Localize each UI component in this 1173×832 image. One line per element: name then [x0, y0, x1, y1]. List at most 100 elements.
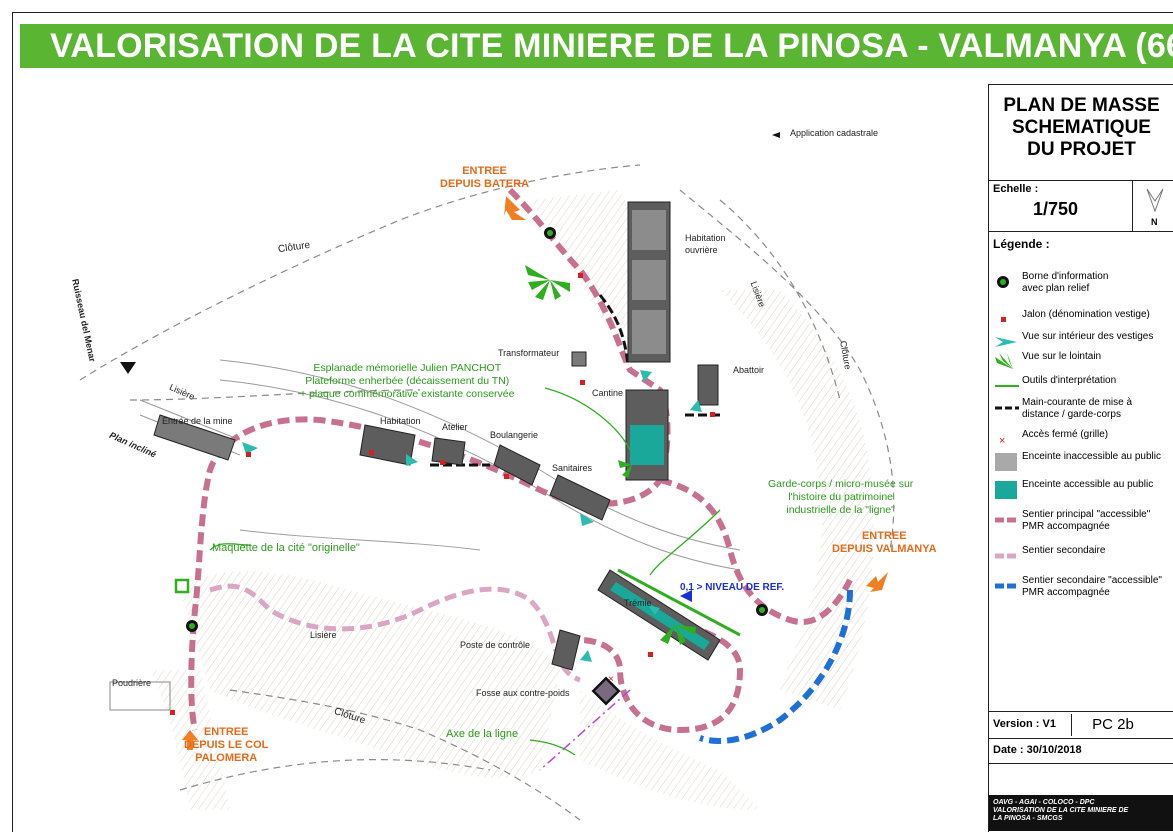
credits-line-3: LA PINOSA - SMCGS: [993, 815, 1063, 822]
inner-view-arrows: [242, 370, 702, 662]
secondary-path: [209, 583, 581, 683]
closed-access-icon: ×: [993, 431, 1021, 449]
label-boulangerie: Boulangerie: [490, 430, 539, 440]
label-garde-corps: Garde-corps / micro-musée sur l'histoire…: [768, 478, 914, 516]
legend-text: Main-courante de mise à distance / garde…: [1022, 397, 1133, 420]
atelier-block: [431, 437, 466, 466]
fosse-block: [591, 676, 621, 706]
plan-title-line-2: SCHEMATIQUE: [1012, 117, 1151, 138]
label-application-cadastrale: Application cadastrale: [790, 128, 879, 138]
label-fosse: Fosse aux contre-poids: [476, 688, 570, 698]
page-frame: [12, 12, 1173, 832]
label-tremie: Trémie: [624, 598, 652, 608]
main-path-south: [579, 617, 744, 734]
label-entree-palomera: ENTREE DEPUIS LE COL PALOMERA: [184, 726, 269, 764]
label-axe-ligne: Axe de la ligne: [446, 728, 519, 740]
site-map: × Application cadastrale ENTREE DEPUIS B…: [20, 70, 985, 832]
legend-item: ×Accès fermé (grille): [989, 429, 1173, 451]
legend-text: Vue sur le lointain: [1022, 351, 1102, 362]
plan-title-line-3: DU PROJET: [1027, 139, 1136, 160]
legend-item: Outils d'interprétation: [989, 375, 1173, 397]
svg-text:×: ×: [608, 674, 614, 685]
legend-item: Vue sur le lointain: [989, 351, 1173, 373]
slope-left: [180, 571, 560, 779]
date-row: Date : 30/10/2018: [989, 737, 1173, 764]
version-row: Version : V1 PC 2b: [989, 711, 1173, 739]
interpretation-leaders: [209, 387, 721, 756]
credits-line-1: OAVG - AGAI - COLOCO - DPC: [993, 799, 1095, 806]
legend-item: Sentier secondaire: [989, 545, 1173, 567]
scale-caption: Echelle :: [993, 183, 1039, 195]
legend-item: Vue sur intérieur des vestiges: [989, 331, 1173, 353]
axe-ligne: [539, 689, 631, 771]
label-entree-mine: Entrée de la mine: [162, 416, 233, 426]
legend-item: Main-courante de mise à distance / garde…: [989, 397, 1173, 420]
label-transformateur: Transformateur: [498, 348, 560, 358]
legend-item: Sentier secondaire "accessible" PMR acco…: [989, 575, 1173, 598]
abattoir-block: [697, 364, 719, 406]
plan-title: PLAN DE MASSE SCHEMATIQUE DU PROJET: [989, 85, 1173, 181]
label-esplanade: Esplanade mémorielle Julien PANCHOT Plat…: [300, 362, 515, 400]
legend-text: Enceinte accessible au public: [1022, 479, 1154, 490]
entry-arrows: [182, 196, 888, 750]
slope-bottom: [580, 690, 760, 810]
label-niveau-ref: 0,1 > NIVEAU DE REF.: [680, 582, 785, 593]
inner-view-icon: [993, 333, 1021, 351]
page-title: VALORISATION DE LA CITE MINIERE DE LA PI…: [20, 24, 1173, 68]
legend-item: Borne d'information avec plan relief: [989, 271, 1173, 294]
label-entree-batera: ENTREE DEPUIS BATERA: [440, 165, 530, 190]
legend-item: Jalon (dénomination vestige): [989, 309, 1173, 331]
maquette-marker: [174, 578, 190, 594]
legend-text: Sentier secondaire: [1022, 545, 1106, 556]
info-posts: [186, 227, 768, 632]
pc-label: PC 2b: [1071, 714, 1173, 736]
date-label: Date : 30/10/2018: [993, 744, 1082, 756]
north-label: N: [1151, 217, 1158, 227]
poste-controle-block: [551, 629, 581, 671]
accessible-enclosure-icon: [993, 481, 1021, 499]
legend-text: Outils d'interprétation: [1022, 375, 1117, 386]
label-cantine: Cantine: [592, 388, 624, 398]
label-atelier: Atelier: [442, 422, 468, 432]
jalons: [170, 273, 715, 715]
version-label: Version : V1: [993, 718, 1056, 730]
scale-box: Echelle : 1/750 N: [989, 181, 1173, 232]
label-abattoir: Abattoir: [733, 365, 765, 375]
label-habitation-ouvriere: Habitation ouvrière: [685, 233, 726, 255]
main-path-icon: [993, 511, 1021, 529]
north-arrow-icon: N: [1132, 181, 1173, 231]
sanitaires-block: [549, 474, 611, 521]
legend-item: Enceinte inaccessible au public: [989, 451, 1173, 473]
label-poudriere: Poudrière: [112, 678, 152, 688]
label-entree-valmanya: ENTREE DEPUIS VALMANYA: [832, 530, 937, 555]
secondary-path-icon: [993, 547, 1021, 565]
legend-text: Borne d'information avec plan relief: [1022, 271, 1109, 294]
credits-line-2: VALORISATION DE LA CITE MINIERE DE: [993, 807, 1129, 814]
main-path: [188, 187, 671, 731]
handrail-icon: [993, 399, 1021, 417]
legend-item: Enceinte accessible au public: [989, 479, 1173, 501]
entree-mine-block: [153, 414, 236, 461]
title-block-panel: PLAN DE MASSE SCHEMATIQUE DU PROJET Eche…: [988, 84, 1173, 832]
transformateur-block: [571, 351, 587, 367]
far-view-icon: [993, 353, 1021, 371]
label-maquette: Maquette de la cité "originelle": [212, 542, 360, 554]
label-lisiere-bottom: Lisière: [310, 630, 337, 640]
marker-icon: [993, 311, 1021, 329]
far-view-fans: [525, 265, 696, 645]
tremie-green-edge: [617, 568, 741, 637]
inaccessible-enclosure-icon: [993, 453, 1021, 471]
main-path-east: [659, 477, 853, 625]
legend-title: Légende :: [993, 237, 1050, 251]
blue-path: [699, 589, 853, 744]
secondary-accessible-path-icon: [993, 577, 1021, 595]
boulangerie-block: [493, 444, 541, 486]
credits-block: OAVG - AGAI - COLOCO - DPC VALORISATION …: [989, 795, 1173, 831]
svg-text:×: ×: [999, 435, 1005, 447]
buildings: [109, 201, 721, 711]
legend-text: Sentier secondaire "accessible" PMR acco…: [1022, 575, 1162, 598]
label-habitation: Habitation: [380, 416, 421, 426]
cantine-accessible: [630, 425, 664, 465]
legend-text: Vue sur intérieur des vestiges: [1022, 331, 1154, 342]
cloture-lines: [79, 164, 895, 821]
